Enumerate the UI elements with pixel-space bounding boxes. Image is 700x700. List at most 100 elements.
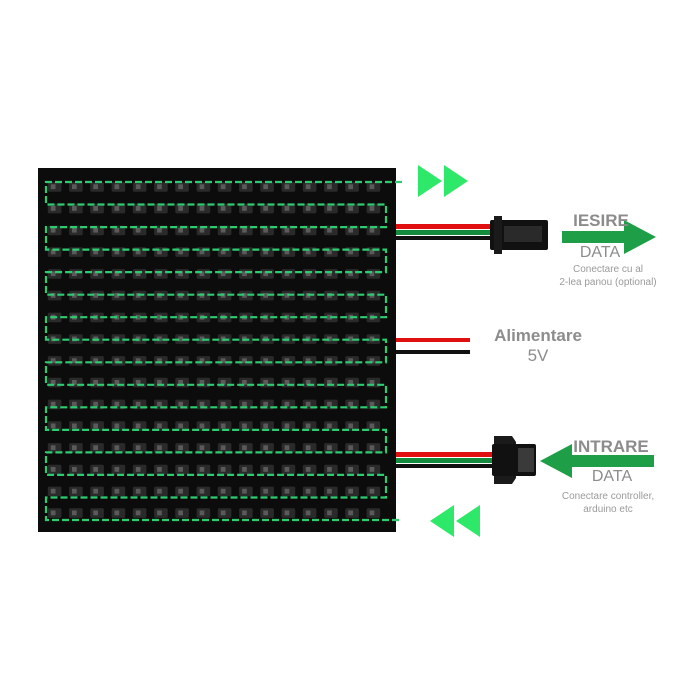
output-plug-latch	[494, 216, 502, 254]
output-note-line1: Conectare cu al	[572, 264, 644, 275]
led-chip	[72, 293, 77, 298]
led-chip	[114, 358, 120, 364]
input-wire-green	[396, 458, 496, 463]
led-chip	[220, 401, 226, 407]
led-chip	[93, 184, 98, 190]
led-chip	[178, 488, 183, 494]
input-note-line2: arduino etc	[583, 504, 633, 515]
led-chip	[72, 249, 77, 255]
led-chip	[157, 488, 162, 494]
led-chip	[305, 358, 311, 364]
led-chip	[348, 445, 353, 451]
output-connector	[396, 216, 548, 254]
led-chip	[50, 227, 56, 233]
led-chip	[220, 423, 226, 429]
led-chip	[348, 510, 353, 516]
led-chip	[157, 227, 162, 233]
led-chip	[242, 227, 247, 233]
input-wire-red	[396, 452, 496, 457]
led-chip	[157, 467, 162, 472]
led-chip	[242, 510, 247, 516]
led-chip	[199, 249, 205, 255]
led-chip	[369, 380, 375, 385]
led-chip	[178, 206, 183, 211]
led-chip	[157, 249, 162, 255]
led-chip	[305, 467, 311, 472]
led-chip	[199, 467, 205, 472]
led-chip	[157, 358, 162, 364]
led-chip	[284, 445, 290, 451]
led-chip	[157, 510, 162, 516]
led-chip	[114, 184, 120, 190]
led-chip	[242, 271, 247, 277]
led-chip	[220, 467, 226, 472]
led-chip	[220, 445, 226, 451]
led-chip	[284, 184, 290, 190]
led-chip	[199, 380, 205, 385]
led-chip	[369, 358, 375, 364]
led-chip	[135, 380, 141, 385]
led-chip	[327, 467, 332, 472]
input-plug-clip	[494, 436, 516, 444]
led-chip	[305, 445, 311, 451]
led-chip	[93, 227, 98, 233]
led-chip	[199, 184, 205, 190]
double-right-chevron-icon	[418, 165, 468, 197]
led-chip	[199, 488, 205, 494]
led-chip	[284, 358, 290, 364]
led-chip	[93, 445, 98, 451]
led-chip	[220, 184, 226, 190]
led-chip	[50, 249, 56, 255]
led-chip	[284, 271, 290, 277]
led-chip	[305, 227, 311, 233]
led-chip	[305, 184, 311, 190]
power-title: Alimentare	[494, 326, 582, 345]
led-chip	[157, 206, 162, 211]
led-chip	[93, 271, 98, 277]
input-wire-black	[396, 464, 496, 468]
led-chip	[72, 227, 77, 233]
led-chip	[263, 249, 268, 255]
led-chip	[114, 271, 120, 277]
led-chip	[327, 380, 332, 385]
left-arrow-icon	[540, 444, 654, 478]
led-chip	[50, 488, 56, 494]
led-chip	[263, 467, 268, 472]
led-chip	[157, 380, 162, 385]
led-chip	[369, 271, 375, 277]
led-chip	[305, 271, 311, 277]
led-chip	[305, 249, 311, 255]
led-chip	[93, 293, 98, 298]
led-chip	[50, 401, 56, 407]
led-chip	[157, 184, 162, 190]
led-chip	[327, 358, 332, 364]
led-chip	[284, 380, 290, 385]
led-chip	[348, 488, 353, 494]
led-chip	[327, 510, 332, 516]
led-chip	[263, 293, 268, 298]
led-chip	[220, 488, 226, 494]
led-chip	[242, 184, 247, 190]
led-chip	[305, 314, 311, 320]
led-chip	[327, 227, 332, 233]
led-chip	[72, 510, 77, 516]
led-chip	[305, 401, 311, 407]
led-chip	[327, 445, 332, 451]
led-chip	[284, 510, 290, 516]
led-chip	[114, 249, 120, 255]
led-chip	[199, 336, 205, 342]
led-chip	[93, 401, 98, 407]
led-panel-board	[38, 168, 396, 532]
led-chip	[305, 488, 311, 494]
led-chip	[178, 184, 183, 190]
led-chip	[327, 206, 332, 211]
led-chip	[50, 445, 56, 451]
led-chip	[369, 227, 375, 233]
led-chip	[93, 510, 98, 516]
led-chip	[135, 314, 141, 320]
led-chip	[135, 423, 141, 429]
power-subtitle: 5V	[527, 346, 549, 365]
led-chip	[220, 358, 226, 364]
led-chip	[135, 358, 141, 364]
led-chip	[114, 423, 120, 429]
